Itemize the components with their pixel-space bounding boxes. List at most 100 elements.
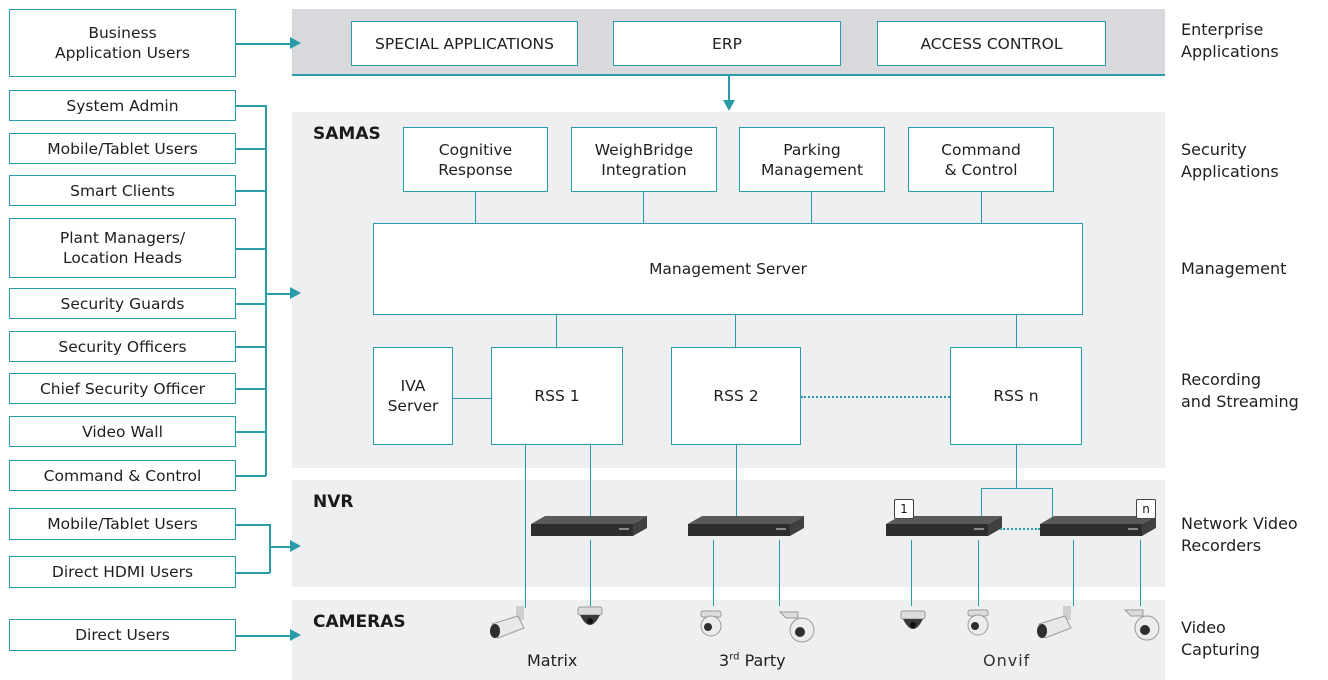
layer-label-nvr: Network Video Recorders	[1181, 514, 1298, 555]
samas-users-arrow	[290, 287, 301, 299]
nvr-users-wire	[270, 546, 291, 548]
nvr-badge-1: 1	[894, 499, 914, 519]
onvif-logo-label: Onvif	[983, 651, 1031, 670]
direct-hdmi-users-box: Direct HDMI Users	[9, 556, 236, 588]
command-and-control-user-box: Command & Control	[9, 460, 236, 491]
mgmt-rss-connector	[735, 315, 737, 347]
third-party-suffix: Party	[739, 651, 786, 670]
command-control-box: Command & Control	[908, 127, 1054, 192]
dome-camera-icon	[900, 610, 926, 629]
direct-users-wire	[236, 635, 291, 637]
bullet-camera-icon	[490, 606, 525, 639]
business-users-wire	[236, 43, 291, 45]
ptz-camera-icon	[778, 611, 815, 643]
nvr-camera-wire	[590, 540, 592, 606]
cameras-band	[292, 600, 1165, 680]
security-officers-box: Security Officers	[9, 331, 236, 362]
rss-2-box: RSS 2	[671, 347, 801, 445]
rssn-nvr1-wire	[981, 488, 983, 521]
direct-users-box: Direct Users	[9, 619, 236, 651]
rss-dotted-link	[801, 396, 950, 398]
samas-users-bracket-spine	[265, 105, 267, 476]
parking-management-box: Parking Management	[739, 127, 885, 192]
nvr-dotted-link	[1000, 528, 1040, 530]
layer-label-enterprise: Enterprise Applications	[1181, 20, 1279, 61]
samas-users-tick	[236, 105, 266, 107]
management-server-box: Management Server	[373, 223, 1083, 315]
nvr-camera-wire	[713, 540, 715, 606]
turret-camera-icon	[700, 610, 722, 637]
cognitive-response-box: Cognitive Response	[403, 127, 548, 192]
nvr-device-icon	[1040, 516, 1156, 536]
samas-users-tick	[236, 388, 266, 390]
video-wall-box: Video Wall	[9, 416, 236, 447]
system-admin-box: System Admin	[9, 90, 236, 121]
access-control-box: ACCESS CONTROL	[877, 21, 1106, 66]
rssn-nvrn-wire	[1052, 488, 1054, 521]
nvr-users-bracket-spine	[269, 524, 271, 573]
nvr-users-arrow	[290, 540, 301, 552]
nvr-camera-wire	[911, 540, 913, 606]
security-guards-box: Security Guards	[9, 288, 236, 319]
weighbridge-integration-box: WeighBridge Integration	[571, 127, 717, 192]
bullet-camera-icon	[1037, 606, 1072, 639]
nvr-users-tick	[236, 524, 270, 526]
mgmt-rss-connector	[1016, 315, 1018, 347]
cameras-title: CAMERAS	[313, 612, 406, 632]
nvr-device-icon	[688, 516, 804, 536]
app-connector	[981, 192, 983, 224]
rss1-nvr-wire	[590, 445, 592, 518]
mgmt-rss-connector	[556, 315, 558, 347]
app-connector	[643, 192, 645, 224]
chief-security-officer-box: Chief Security Officer	[9, 373, 236, 404]
iva-server-box: IVA Server	[373, 347, 453, 445]
business-application-users-box: Business Application Users	[9, 9, 236, 77]
iva-rss1-connector	[453, 398, 491, 400]
samas-users-tick	[236, 431, 266, 433]
erp-box: ERP	[613, 21, 841, 66]
nvr-camera-wire	[779, 540, 781, 606]
nvr-camera-wire	[1073, 540, 1075, 606]
layer-label-video: Video Capturing	[1181, 618, 1260, 659]
third-party-prefix: 3	[719, 651, 730, 670]
turret-camera-icon	[967, 609, 989, 636]
app-connector	[811, 192, 813, 224]
direct-users-arrow	[290, 629, 301, 641]
samas-title: SAMAS	[313, 124, 381, 144]
plant-managers-box: Plant Managers/ Location Heads	[9, 218, 236, 278]
enterprise-to-samas-arrow	[723, 100, 735, 111]
rssn-nvr-wire	[1016, 445, 1018, 489]
enterprise-underline	[292, 74, 1165, 76]
layer-label-security: Security Applications	[1181, 140, 1279, 181]
rss1-matrix-camera-wire	[525, 445, 527, 608]
samas-users-tick	[236, 248, 266, 250]
layer-label-management: Management	[1181, 259, 1287, 278]
samas-users-tick	[236, 190, 266, 192]
samas-users-tick	[236, 303, 266, 305]
rss-n-box: RSS n	[950, 347, 1082, 445]
third-party-sup: rd	[729, 651, 740, 663]
samas-users-tick	[236, 148, 266, 150]
mobile-tablet-users-box: Mobile/Tablet Users	[9, 133, 236, 164]
nvr-device-icon	[886, 516, 1002, 536]
nvr-camera-wire	[1140, 540, 1142, 606]
layer-label-recording: Recording and Streaming	[1181, 370, 1299, 411]
rssn-nvr-split	[981, 488, 1053, 490]
special-applications-box: SPECIAL APPLICATIONS	[351, 21, 578, 66]
nvr-device-icon	[531, 516, 647, 536]
business-users-arrow	[290, 37, 301, 49]
samas-users-tick	[236, 346, 266, 348]
enterprise-to-samas-wire	[728, 76, 730, 101]
nvr-badge-n: n	[1136, 499, 1156, 519]
samas-users-wire	[266, 293, 291, 295]
rss-1-box: RSS 1	[491, 347, 623, 445]
rss2-nvr-wire	[736, 445, 738, 518]
ptz-camera-icon	[1123, 609, 1160, 641]
nvr-camera-wire	[978, 540, 980, 606]
nvr-title: NVR	[313, 492, 354, 512]
third-party-camera-label: 3rd Party	[719, 651, 786, 670]
matrix-camera-label: Matrix	[527, 651, 578, 670]
app-connector	[475, 192, 477, 224]
nvr-mobile-tablet-users-box: Mobile/Tablet Users	[9, 508, 236, 540]
dome-camera-icon	[577, 606, 603, 625]
